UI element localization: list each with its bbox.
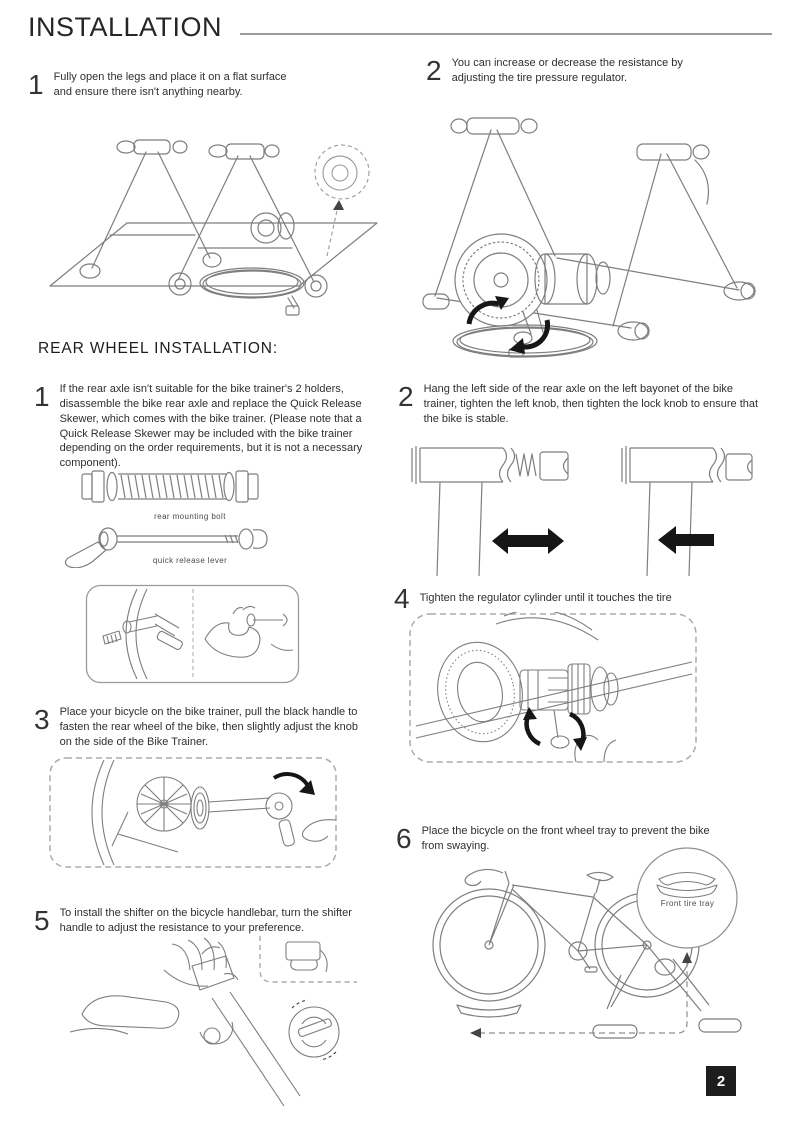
rear-step-1: 1 If the rear axle isn't suitable for th… — [34, 382, 384, 471]
pull-handle-arrow — [272, 772, 310, 788]
step-text: Place the bicycle on the front wheel tra… — [421, 825, 710, 852]
clamp-detail-circle — [288, 1006, 340, 1058]
trainer-resistance-illustration — [422, 117, 756, 358]
rear-mounting-bolt-illustration — [81, 470, 259, 503]
step-number: 2 — [398, 381, 414, 412]
rear-wheel-heading: REAR WHEEL INSTALLATION: — [38, 340, 279, 357]
step-text: Tighten the regulator cylinder until it … — [419, 592, 672, 605]
bicycle-on-trainer-illustration — [432, 847, 742, 1039]
push-left-arrow — [658, 526, 714, 554]
step-text: You can increase or decrease the resista… — [451, 57, 683, 84]
shifter-detail-box — [259, 936, 357, 983]
rear-step-3: 3 Place your bicycle on the bike trainer… — [34, 705, 374, 750]
step-number: 1 — [34, 381, 50, 412]
trainer-unfolded-illustration — [49, 139, 378, 316]
step-text: If the rear axle isn't suitable for the … — [59, 383, 363, 470]
rear-step-6: 6 Place the bicycle on the front wheel t… — [396, 824, 726, 854]
quick-release-lever-illustration — [64, 527, 268, 568]
page-number: 2 — [706, 1066, 736, 1096]
install-step-2: 2 You can increase or decrease the resis… — [426, 56, 731, 86]
regulator-cylinder-panel — [409, 612, 697, 763]
step-number: 1 — [28, 69, 44, 100]
step-number: 6 — [396, 823, 412, 854]
step-text: Fully open the legs and place it on a fl… — [53, 71, 287, 98]
slide-both-arrow — [492, 528, 564, 554]
page-title: INSTALLATION — [28, 12, 223, 42]
step-number: 3 — [34, 704, 50, 735]
rear-step-5: 5 To install the shifter on the bicycle … — [34, 906, 374, 936]
rear-wheel-fasten-panel — [49, 757, 337, 868]
step-text: To install the shifter on the bicycle ha… — [59, 907, 352, 934]
tray-callout-connector — [479, 961, 688, 1034]
install-step-1: 1 Fully open the legs and place it on a … — [28, 70, 293, 100]
step-number: 4 — [394, 583, 410, 614]
step-number: 5 — [34, 905, 50, 936]
rear-step-2: 2 Hang the left side of the rear axle on… — [398, 382, 768, 427]
axle-replacement-panel — [85, 584, 300, 684]
quick-release-lever-label: quick release lever — [152, 556, 228, 565]
foot-cap-detail-circle — [314, 144, 370, 257]
step-text: Place your bicycle on the bike trainer, … — [59, 706, 358, 748]
shifter-install-illustration — [69, 936, 357, 1107]
rear-step-4: 4 Tighten the regulator cylinder until i… — [394, 584, 764, 613]
axle-bayonet-illustration — [411, 446, 753, 577]
step-number: 2 — [426, 55, 442, 86]
header-rule — [240, 33, 772, 35]
dashed-arrow-head — [333, 200, 344, 210]
rear-mounting-bolt-label: rear mounting bolt — [154, 512, 226, 521]
front-tire-tray-label: Front tire tray — [660, 899, 715, 908]
step-text: Hang the left side of the rear axle on t… — [423, 383, 759, 425]
